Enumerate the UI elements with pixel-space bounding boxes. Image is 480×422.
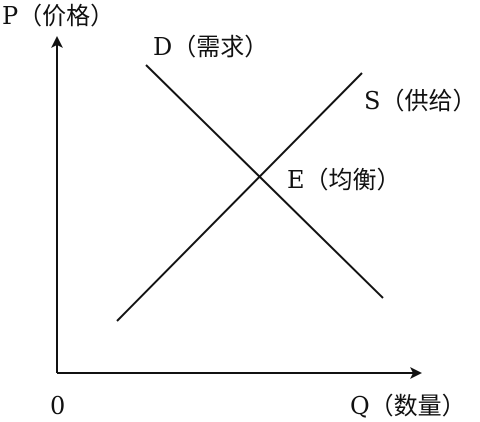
equilibrium-label: E（均衡）	[287, 166, 401, 194]
y-axis-label: P（价格）	[2, 2, 114, 30]
origin-label: 0	[50, 392, 65, 420]
supply-curve-label: S（供给）	[364, 87, 476, 115]
demand-curve	[145, 64, 384, 299]
x-axis-label: Q（数量）	[350, 392, 466, 420]
demand-curve-label: D（需求）	[153, 33, 268, 61]
supply-curve	[116, 72, 363, 322]
